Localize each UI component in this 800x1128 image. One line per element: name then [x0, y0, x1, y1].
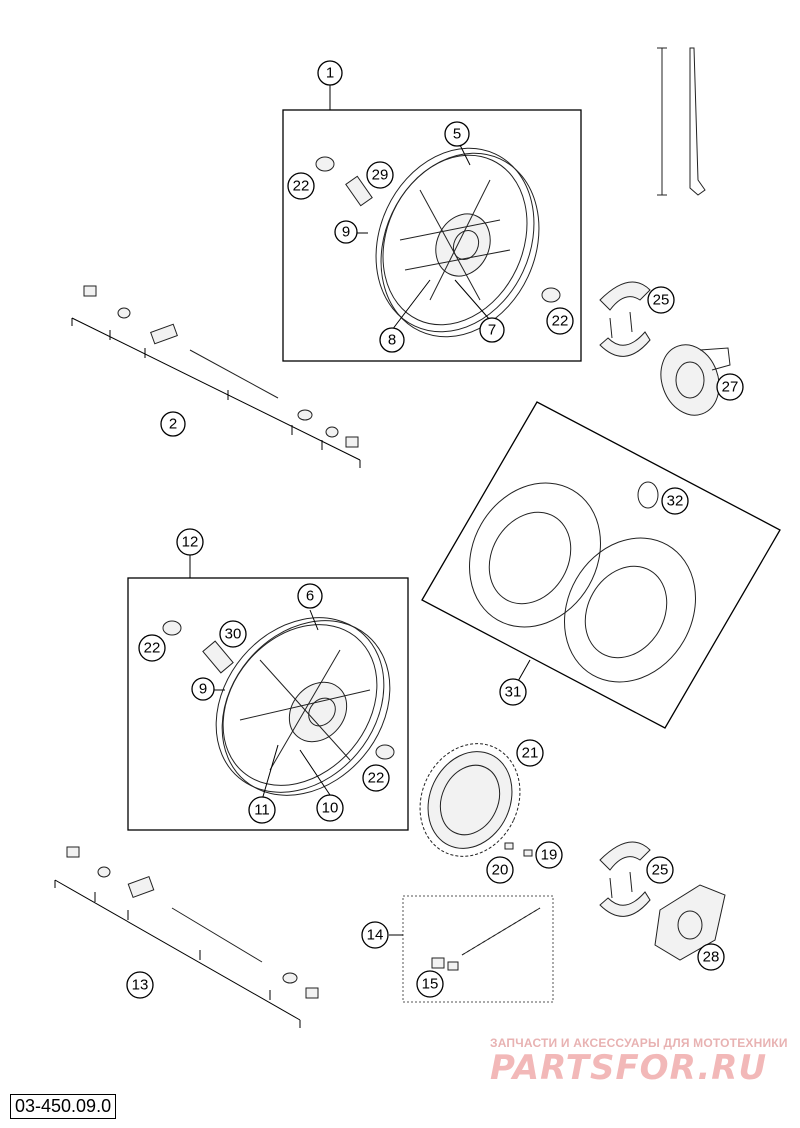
callout-14: 14: [361, 921, 389, 949]
callout-11: 11: [248, 796, 276, 824]
svg-text:22: 22: [293, 178, 310, 195]
callout-10: 10: [316, 794, 344, 822]
svg-text:22: 22: [368, 770, 385, 787]
rear-axle-drawing: [54, 846, 319, 1028]
callout-21: 21: [516, 739, 544, 767]
callout-19: 19: [535, 841, 563, 869]
callout-8: 8: [379, 327, 405, 353]
svg-text:22: 22: [144, 640, 161, 657]
callout-6: 6: [297, 583, 323, 609]
rear-wheel-frame: [127, 577, 409, 831]
svg-text:9: 9: [342, 224, 350, 241]
chain-drawing: [431, 907, 541, 971]
svg-text:7: 7: [488, 322, 496, 339]
front-axle-drawing: [71, 285, 361, 468]
svg-text:22: 22: [552, 313, 569, 330]
svg-text:5: 5: [453, 126, 461, 143]
svg-text:20: 20: [492, 862, 509, 879]
callout-22a: 22: [287, 172, 315, 200]
rear-wheel-drawing: [162, 617, 395, 796]
callout-1: 1: [317, 60, 343, 86]
callout-30: 30: [219, 620, 247, 648]
svg-text:1: 1: [326, 65, 334, 82]
callout-5: 5: [444, 121, 470, 147]
svg-text:25: 25: [652, 862, 669, 879]
callout-32: 32: [661, 487, 689, 515]
callout-22b: 22: [546, 307, 574, 335]
watermark-logo: PARTSFOR.RU: [490, 1048, 768, 1088]
svg-text:15: 15: [422, 976, 439, 993]
callout-15: 15: [416, 970, 444, 998]
callout-7: 7: [479, 317, 505, 343]
svg-text:25: 25: [653, 292, 670, 309]
svg-text:19: 19: [541, 847, 558, 864]
svg-text:30: 30: [225, 626, 242, 643]
watermark-tagline: ЗАПЧАСТИ И АКСЕССУАРЫ ДЛЯ МОТОТЕХНИКИ: [490, 1036, 788, 1050]
svg-text:13: 13: [132, 977, 149, 994]
svg-text:31: 31: [505, 684, 522, 701]
svg-text:6: 6: [306, 588, 314, 605]
callout-31: 31: [499, 678, 527, 706]
svg-text:29: 29: [372, 167, 389, 184]
callout-9b: 9: [191, 677, 215, 701]
rear-brake-drawing: [599, 841, 726, 961]
svg-text:8: 8: [388, 332, 396, 349]
callout-12: 12: [176, 528, 204, 556]
sprocket-drawing: [419, 743, 533, 857]
callout-22d: 22: [362, 764, 390, 792]
gasket-sheet-drawing: [421, 401, 781, 729]
callout-27: 27: [716, 373, 744, 401]
callout-9a: 9: [334, 220, 358, 244]
spoke-dimension-drawing: [657, 47, 706, 196]
svg-text:32: 32: [667, 493, 684, 510]
front-wheel-drawing: [315, 147, 561, 338]
svg-text:9: 9: [199, 681, 207, 698]
svg-text:10: 10: [322, 800, 339, 817]
svg-text:21: 21: [522, 745, 539, 762]
front-wheel-frame: [282, 109, 582, 362]
front-brake-drawing: [599, 281, 731, 416]
svg-text:11: 11: [254, 802, 270, 819]
svg-text:27: 27: [722, 379, 739, 396]
svg-text:28: 28: [703, 949, 720, 966]
svg-text:2: 2: [169, 416, 177, 433]
callout-28: 28: [697, 943, 725, 971]
callout-13: 13: [126, 971, 154, 999]
callout-25b: 25: [646, 856, 674, 884]
callout-22c: 22: [138, 634, 166, 662]
svg-text:12: 12: [182, 534, 199, 551]
callout-25a: 25: [647, 286, 675, 314]
svg-text:14: 14: [367, 927, 384, 944]
diagram-code-label: 03-450.09.0: [10, 1094, 117, 1119]
callout-2: 2: [160, 411, 186, 437]
callout-20: 20: [486, 856, 514, 884]
callout-29: 29: [366, 161, 394, 189]
